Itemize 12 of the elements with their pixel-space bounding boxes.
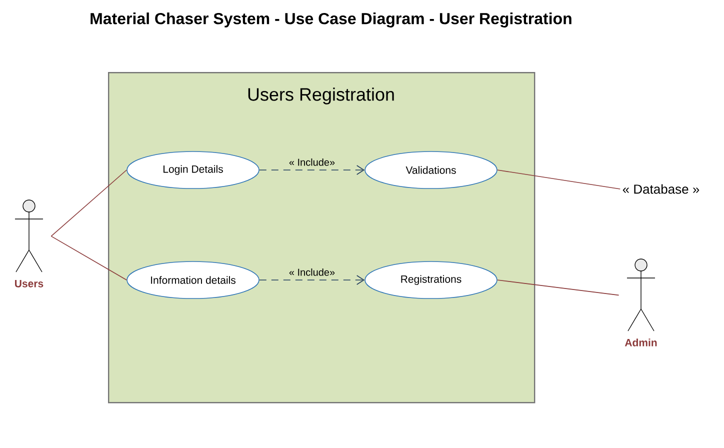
actor-figure: Users (14, 200, 44, 288)
node-label: Admin (624, 338, 657, 346)
actor-figure: Admin (624, 258, 657, 346)
include-arrow (259, 165, 365, 175)
include-arrow (259, 275, 365, 285)
title: Material Chaser System - Use Case Diagram - User Registration (90, 12, 572, 28)
stereotype-label: « Database » (622, 184, 700, 194)
association-line (497, 170, 621, 190)
association-line (50, 236, 127, 280)
association-line (50, 170, 127, 237)
node-label: Users (15, 280, 44, 288)
association-line (497, 280, 620, 296)
